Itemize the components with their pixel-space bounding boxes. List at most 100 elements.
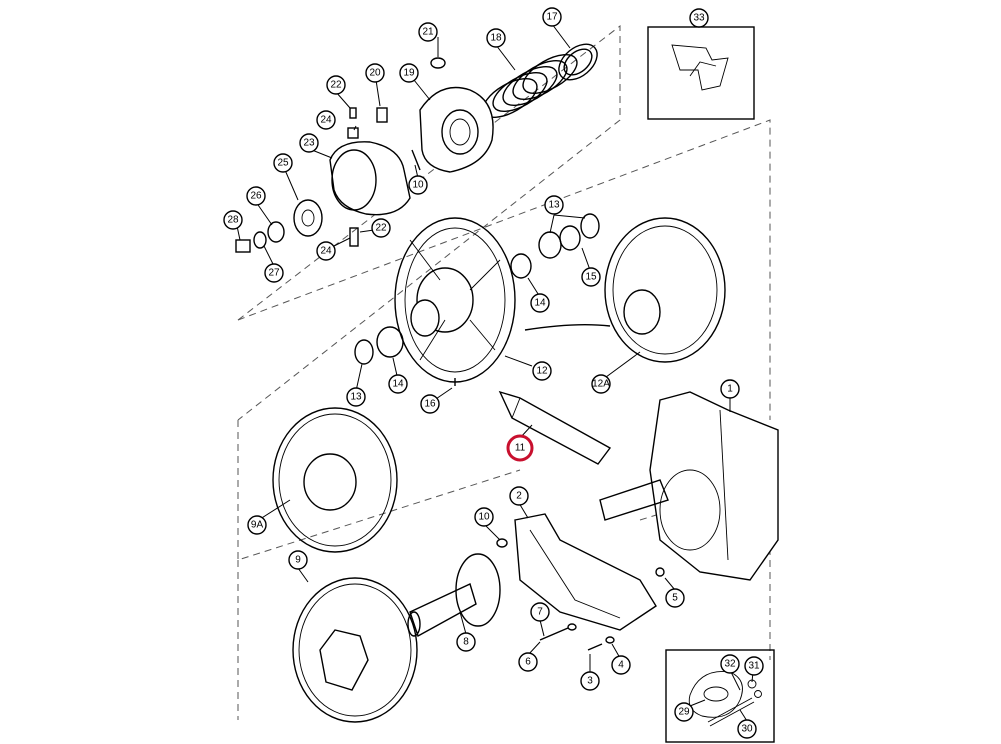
callout-c10a[interactable]: 10 [408, 175, 428, 195]
callout-text: 5 [672, 593, 678, 604]
screw-22 [349, 107, 357, 119]
callout-c7[interactable]: 7 [530, 602, 550, 622]
callout-text: 9 [295, 555, 301, 566]
callout-c13b[interactable]: 13 [544, 195, 564, 215]
washer-5 [655, 567, 665, 577]
callout-c6[interactable]: 6 [518, 652, 538, 672]
inset-box-33 [647, 26, 755, 120]
callout-text: 30 [741, 724, 753, 735]
callout-text: 17 [546, 12, 558, 23]
callout-c8[interactable]: 8 [456, 632, 476, 652]
callout-c26[interactable]: 26 [246, 186, 266, 206]
lower-left-outline [237, 420, 521, 561]
washer-17 [558, 43, 598, 81]
callout-c2[interactable]: 2 [509, 486, 529, 506]
callout-text: 23 [303, 138, 315, 149]
callout-c12a[interactable]: 12A [591, 374, 611, 394]
callout-text: 6 [525, 657, 531, 668]
callout-c17[interactable]: 17 [542, 7, 562, 27]
nut-28 [235, 239, 251, 253]
callout-text: 24 [320, 115, 332, 126]
callout-text: 31 [748, 661, 760, 672]
washer-4 [605, 636, 615, 644]
callout-c28[interactable]: 28 [223, 210, 243, 230]
callout-text: 15 [585, 272, 597, 283]
callout-c9a[interactable]: 9A [247, 515, 267, 535]
bearing-25 [293, 199, 323, 237]
callout-text: 3 [587, 676, 593, 687]
callout-c29[interactable]: 29 [674, 702, 694, 722]
sheave-12 [394, 217, 516, 383]
callout-c25[interactable]: 25 [273, 153, 293, 173]
callout-c4[interactable]: 4 [611, 655, 631, 675]
upper-group-outline [237, 24, 621, 421]
rings-13-14-left [354, 326, 404, 365]
callout-text: 26 [250, 191, 262, 202]
bolt-10-lower [496, 538, 508, 548]
callout-c13a[interactable]: 13 [346, 387, 366, 407]
callout-c22b[interactable]: 22 [371, 218, 391, 238]
callout-text: 14 [392, 379, 404, 390]
callout-c5[interactable]: 5 [665, 588, 685, 608]
callout-c27[interactable]: 27 [264, 263, 284, 283]
callout-text: 12A [592, 379, 610, 390]
callout-text: 10 [478, 512, 490, 523]
callout-text: 7 [537, 607, 543, 618]
bolt-10-upper [411, 149, 421, 171]
callout-text: 12 [536, 366, 548, 377]
callout-labels: 21 17 18 33 19 20 22 24 23 10 25 26 28 2… [223, 7, 764, 739]
bracket-2 [514, 513, 657, 631]
callout-c10b[interactable]: 10 [474, 507, 494, 527]
belt-line [524, 323, 611, 331]
callout-text: 19 [403, 68, 415, 79]
callout-text: 13 [548, 200, 560, 211]
callout-c32[interactable]: 32 [720, 654, 740, 674]
washer-26 [267, 221, 285, 243]
inset-box-hardware [665, 649, 775, 743]
leader-lines [236, 23, 754, 722]
callout-text: 25 [277, 158, 289, 169]
callout-text: 24 [320, 246, 332, 257]
bolt-20 [376, 107, 388, 123]
bushing-24 [347, 127, 359, 139]
callout-text: 28 [227, 215, 239, 226]
callout-c22a[interactable]: 22 [326, 75, 346, 95]
callout-c30[interactable]: 30 [737, 719, 757, 739]
callout-c24a[interactable]: 24 [316, 110, 336, 130]
group-outlines [237, 24, 771, 720]
callout-c16[interactable]: 16 [420, 394, 440, 414]
washer-27 [253, 231, 267, 249]
rings-13-14-15-right [510, 213, 600, 279]
callout-c1[interactable]: 1 [720, 379, 740, 399]
bolt-3 [587, 643, 603, 651]
callout-c12[interactable]: 12 [532, 361, 552, 381]
callout-c18[interactable]: 18 [486, 28, 506, 48]
callout-text: 16 [424, 399, 436, 410]
spider-19 [419, 86, 494, 173]
callout-c31[interactable]: 31 [744, 656, 764, 676]
callout-c33[interactable]: 33 [689, 8, 709, 28]
callout-c21[interactable]: 21 [418, 22, 438, 42]
callout-c9[interactable]: 9 [288, 550, 308, 570]
callout-text: 27 [268, 268, 280, 279]
middle-group-outline [237, 119, 771, 420]
callout-c24b[interactable]: 24 [316, 241, 336, 261]
callout-c20[interactable]: 20 [365, 63, 385, 83]
key-11 [498, 390, 612, 465]
disc-9 [292, 577, 418, 723]
callout-text: 1 [727, 384, 733, 395]
callout-text: 9A [251, 520, 264, 531]
callout-c11-highlighted[interactable]: 11 [506, 434, 534, 462]
callout-c19[interactable]: 19 [399, 63, 419, 83]
callout-text: 32 [724, 659, 736, 670]
cover-23 [329, 141, 411, 216]
callout-c23[interactable]: 23 [299, 133, 319, 153]
callout-c3[interactable]: 3 [580, 671, 600, 691]
callout-c14a[interactable]: 14 [388, 374, 408, 394]
callout-text: 8 [463, 637, 469, 648]
sheave-12a [604, 217, 726, 363]
callout-c14b[interactable]: 14 [530, 293, 550, 313]
callout-c15[interactable]: 15 [581, 267, 601, 287]
bolt-6 [539, 627, 569, 641]
